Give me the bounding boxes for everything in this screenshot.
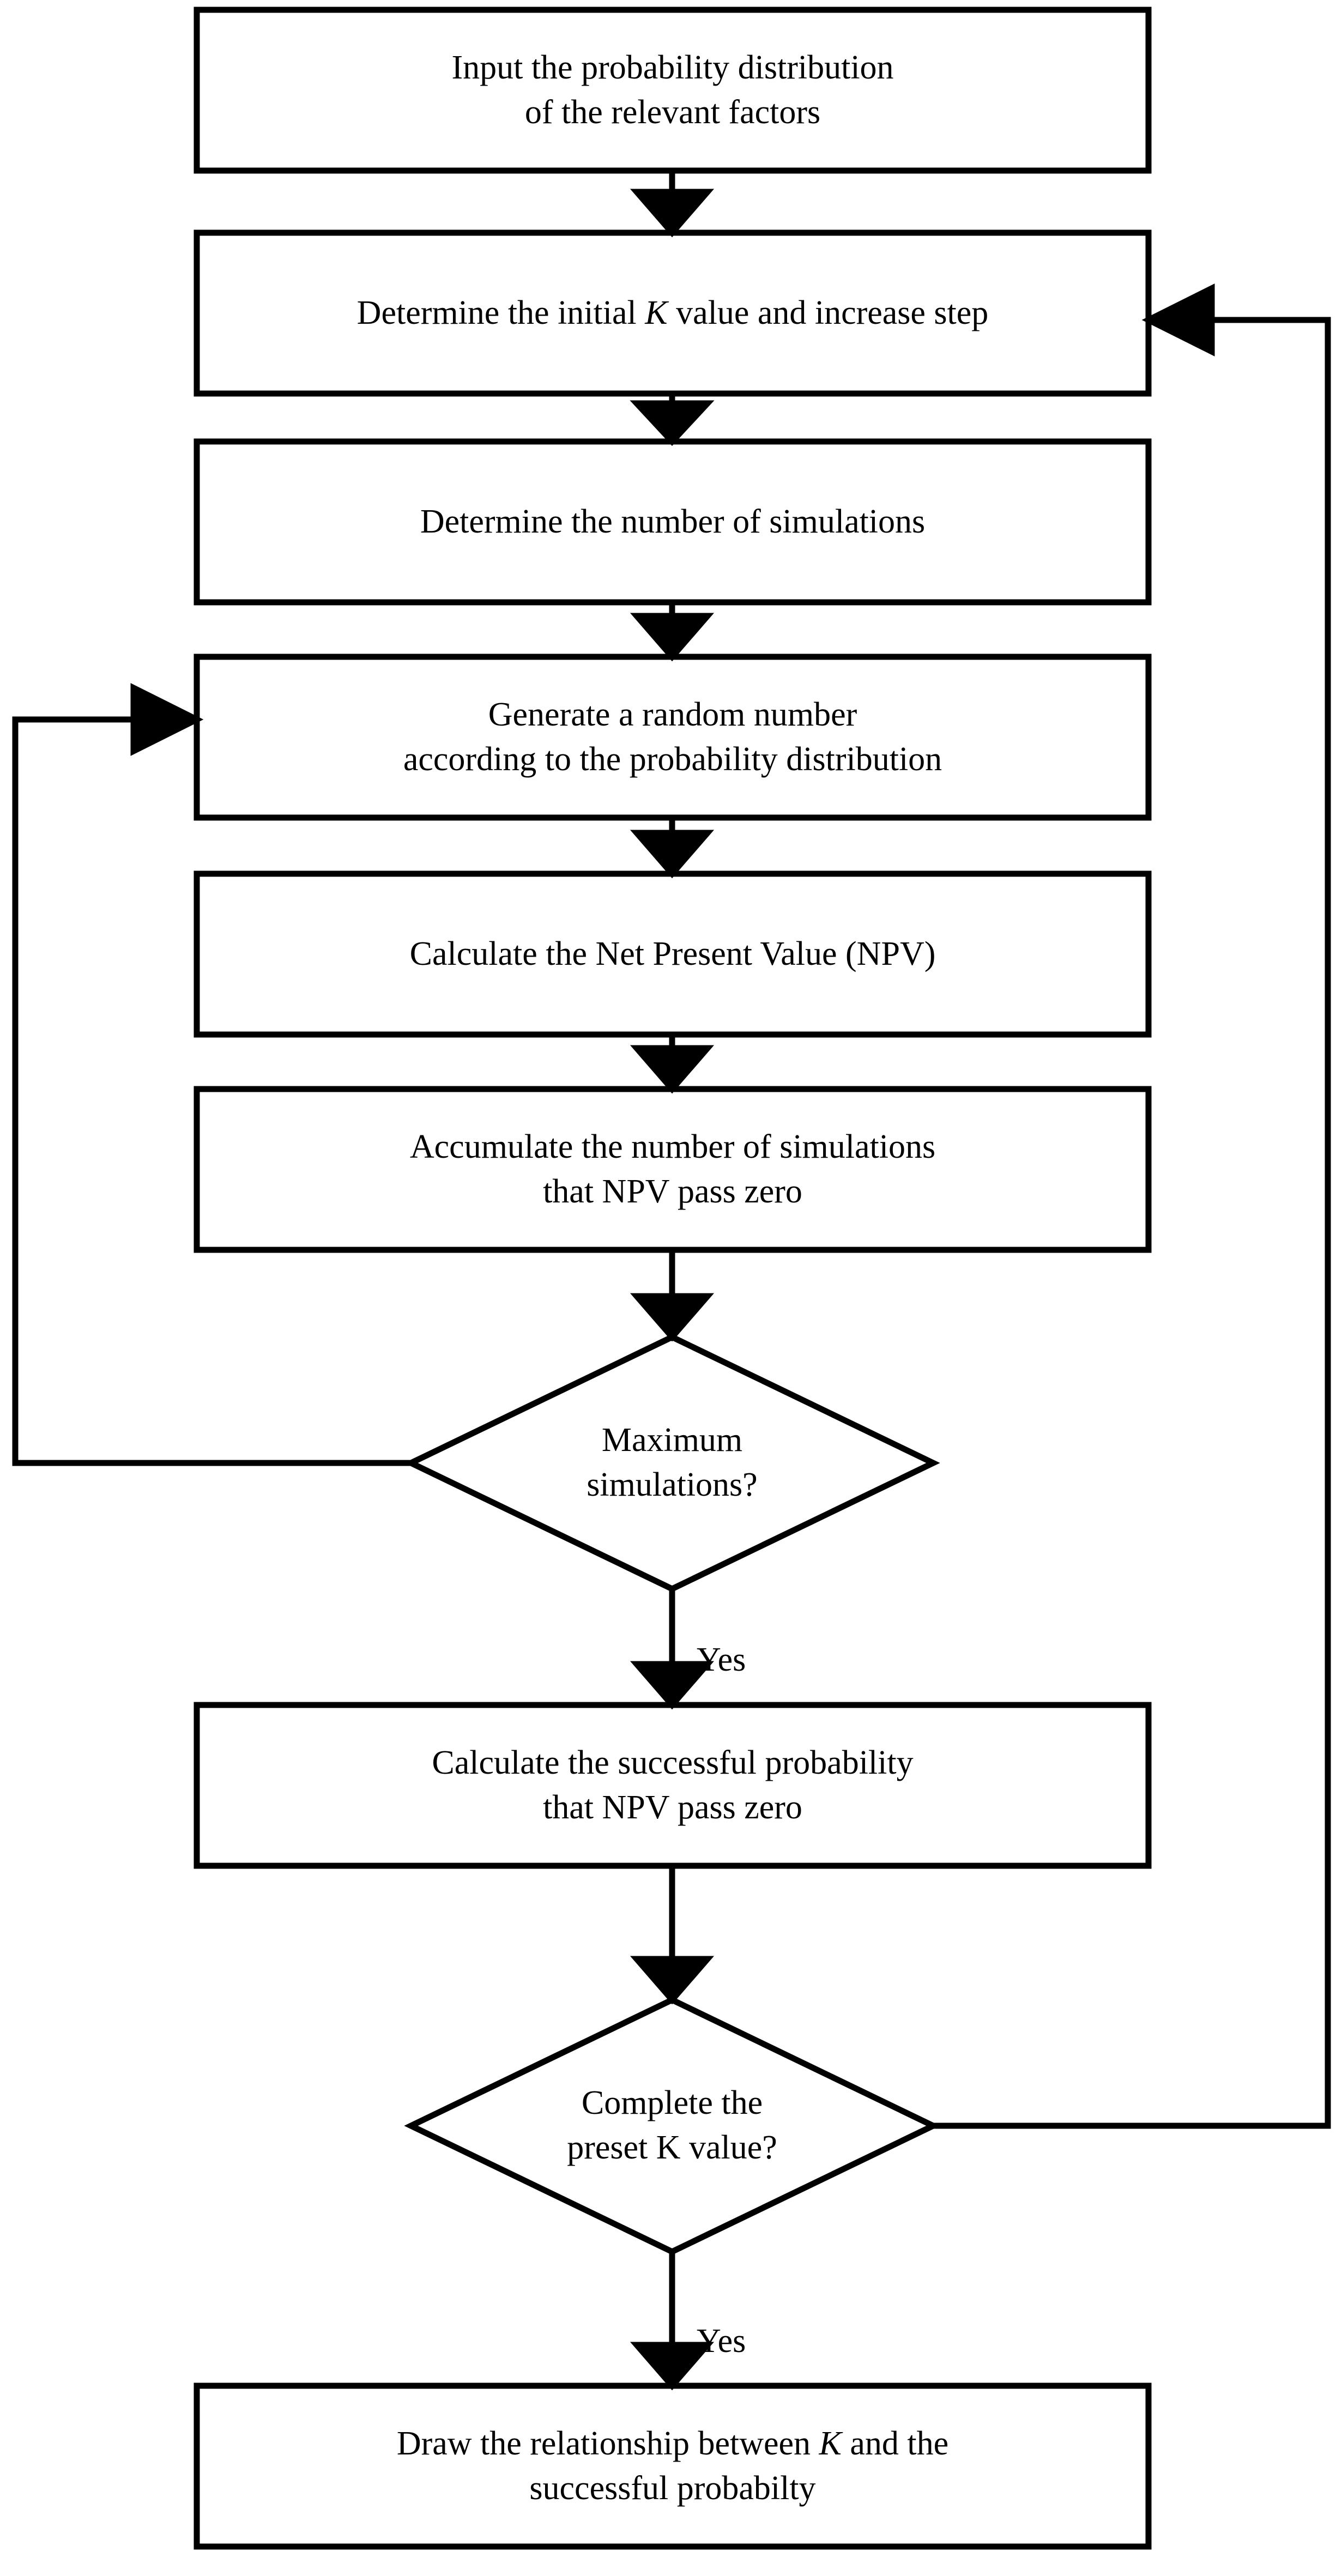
process-box-determine-initial-k xyxy=(194,229,1152,397)
connector-preset-k-no-feedback-to-determine-k xyxy=(933,283,1331,2129)
process-box-input-probability-distribution xyxy=(194,7,1152,174)
process-box-determine-number-of-simulations xyxy=(194,438,1152,606)
connector-calculate-probability-to-preset-k xyxy=(630,1866,715,2005)
connector-maximum-simulations-yes-to-calculate-probability xyxy=(630,1589,715,1710)
process-box-calculate-successful-probability xyxy=(194,1702,1152,1869)
connector-maximum-simulations-no-feedback-to-generate-random xyxy=(12,683,411,1466)
decision-diamond-preset-k-value xyxy=(404,1996,940,2255)
connector-generate-random-to-calculate-npv xyxy=(630,818,715,879)
edge-label-yes-maximum-simulations: Yes xyxy=(697,1641,746,1678)
process-box-accumulate-simulations xyxy=(194,1086,1152,1253)
edge-label-yes-preset-k: Yes xyxy=(697,2323,746,2360)
process-box-calculate-npv xyxy=(194,870,1152,1038)
process-box-generate-random-number xyxy=(194,654,1152,821)
connector-preset-k-yes-to-draw-relationship xyxy=(630,2252,715,2391)
process-box-draw-relationship xyxy=(194,2383,1152,2550)
decision-diamond-maximum-simulations xyxy=(404,1333,940,1593)
connector-accumulate-to-maximum-simulations xyxy=(630,1250,715,1342)
connector-determine-k-to-number-of-simulations xyxy=(630,394,715,446)
connector-input-to-determine-k xyxy=(630,171,715,238)
connector-calculate-npv-to-accumulate xyxy=(630,1035,715,1094)
connector-number-of-simulations-to-generate-random xyxy=(630,602,715,662)
